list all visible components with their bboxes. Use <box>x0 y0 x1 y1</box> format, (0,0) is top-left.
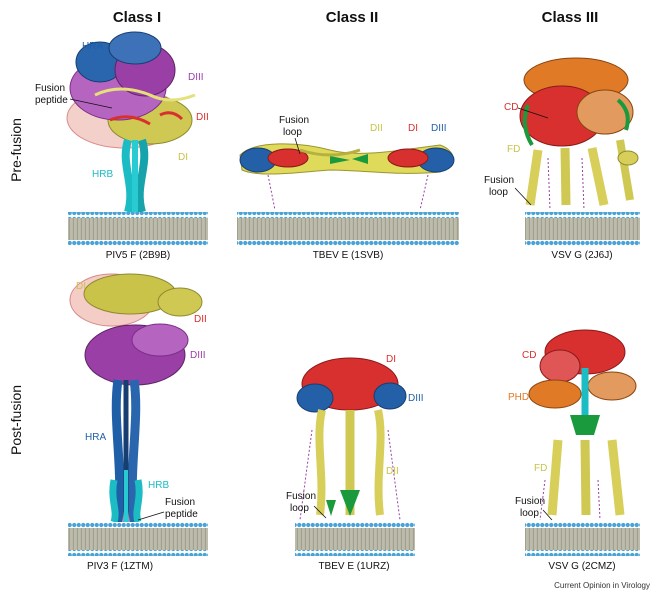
label-diii: DIII <box>431 123 447 134</box>
label-phd: PHD <box>508 392 529 403</box>
caption-vsv-g-2j6j: VSV G (2J6J) <box>551 250 612 261</box>
label-cd: CD <box>522 350 536 361</box>
label-fusion-loop-line1: Fusion <box>286 491 316 502</box>
pointer-fusion-loop <box>514 187 532 206</box>
protein-post-class-2 <box>296 357 407 521</box>
label-fd: FD <box>534 463 547 474</box>
caption-piv3-f: PIV3 F (1ZTM) <box>87 561 153 572</box>
label-fusion-peptide-line2: peptide <box>165 509 198 520</box>
label-di: DI <box>76 281 86 292</box>
label-fusion-loop-line2: loop <box>489 187 508 198</box>
label-cd: CD <box>504 102 518 113</box>
label-fusion-loop-line2: loop <box>283 127 302 138</box>
label-hra: HRA <box>85 432 106 443</box>
column-header-class-1: Class I <box>113 9 161 26</box>
membrane-post-class-3 <box>525 522 640 556</box>
label-di: DI <box>408 123 418 134</box>
membrane-post-class-2 <box>295 522 415 556</box>
caption-tbev-e-1urz: TBEV E (1URZ) <box>318 561 389 572</box>
label-fd: FD <box>507 144 520 155</box>
membrane-pre-class-3 <box>525 212 640 246</box>
label-diii: DIII <box>408 393 424 404</box>
label-hrb: HRB <box>92 169 113 180</box>
row-label-post-fusion: Post-fusion <box>8 385 24 455</box>
membrane-pre-class-2 <box>237 212 459 246</box>
label-di: DI <box>386 354 396 365</box>
label-fusion-loop-line1: Fusion <box>279 115 309 126</box>
label-dii: DII <box>196 112 209 123</box>
label-fusion-peptide-line1: Fusion <box>35 83 65 94</box>
pointer-fusion-peptide <box>69 98 113 109</box>
caption-vsv-g-2cmz: VSV G (2CMZ) <box>548 561 615 572</box>
caption-tbev-e-1svb: TBEV E (1SVB) <box>313 250 384 261</box>
label-di: DI <box>178 152 188 163</box>
protein-pre-class-1 <box>66 31 196 214</box>
label-dii: DII <box>194 314 207 325</box>
panel-pre-class-2: Fusion loop DII DI DIII TBEV E (1SVB) <box>237 115 459 261</box>
label-fusion-loop-line2: loop <box>520 508 539 519</box>
pointer-fusion-loop <box>313 505 327 519</box>
caption-piv5-f: PIV5 F (2B9B) <box>106 250 170 261</box>
pointer-cd <box>517 107 549 119</box>
label-hra: HRA <box>82 41 103 52</box>
label-diii: DIII <box>190 350 206 361</box>
label-diii: DIII <box>188 72 204 83</box>
label-hrb: HRB <box>148 480 169 491</box>
panel-post-class-2: DI DIII DII Fusion loop TBEV E (1URZ) <box>286 354 424 572</box>
protein-pre-class-2 <box>239 143 455 211</box>
pointer-fusion-loop <box>542 509 553 521</box>
panel-pre-class-3: PHD CD FD Fusion loop VSV G (2J6J) <box>484 57 640 261</box>
row-label-pre-fusion: Pre-fusion <box>8 118 24 182</box>
journal-credit: Current Opinion in Virology <box>554 581 650 590</box>
protein-post-class-3 <box>528 329 637 521</box>
pointer-fusion-peptide <box>137 511 165 521</box>
protein-post-class-1 <box>69 273 203 524</box>
panel-pre-class-1: HRA Fusion peptide DIII DII DI HRB PIV5 … <box>35 31 209 261</box>
panel-post-class-1: DI DII DIII HRA HRB Fusion peptide PIV3 … <box>68 273 208 572</box>
label-fusion-peptide-line2: peptide <box>35 95 68 106</box>
column-header-class-3: Class III <box>542 9 599 26</box>
membrane-post-class-1 <box>68 522 208 556</box>
label-phd: PHD <box>540 65 561 76</box>
protein-pre-class-3 <box>519 57 639 211</box>
membrane-pre-class-1 <box>68 212 208 246</box>
label-fusion-loop-line1: Fusion <box>515 496 545 507</box>
pointer-fusion-loop <box>294 137 301 155</box>
label-dii: DII <box>386 466 399 477</box>
label-fusion-peptide-line1: Fusion <box>165 497 195 508</box>
label-fusion-loop-line2: loop <box>290 503 309 514</box>
label-fusion-loop-line1: Fusion <box>484 175 514 186</box>
panel-post-class-3: CD PHD FD Fusion loop VSV G (2CMZ) <box>508 329 640 572</box>
column-header-class-2: Class II <box>326 9 379 26</box>
label-dii: DII <box>370 123 383 134</box>
